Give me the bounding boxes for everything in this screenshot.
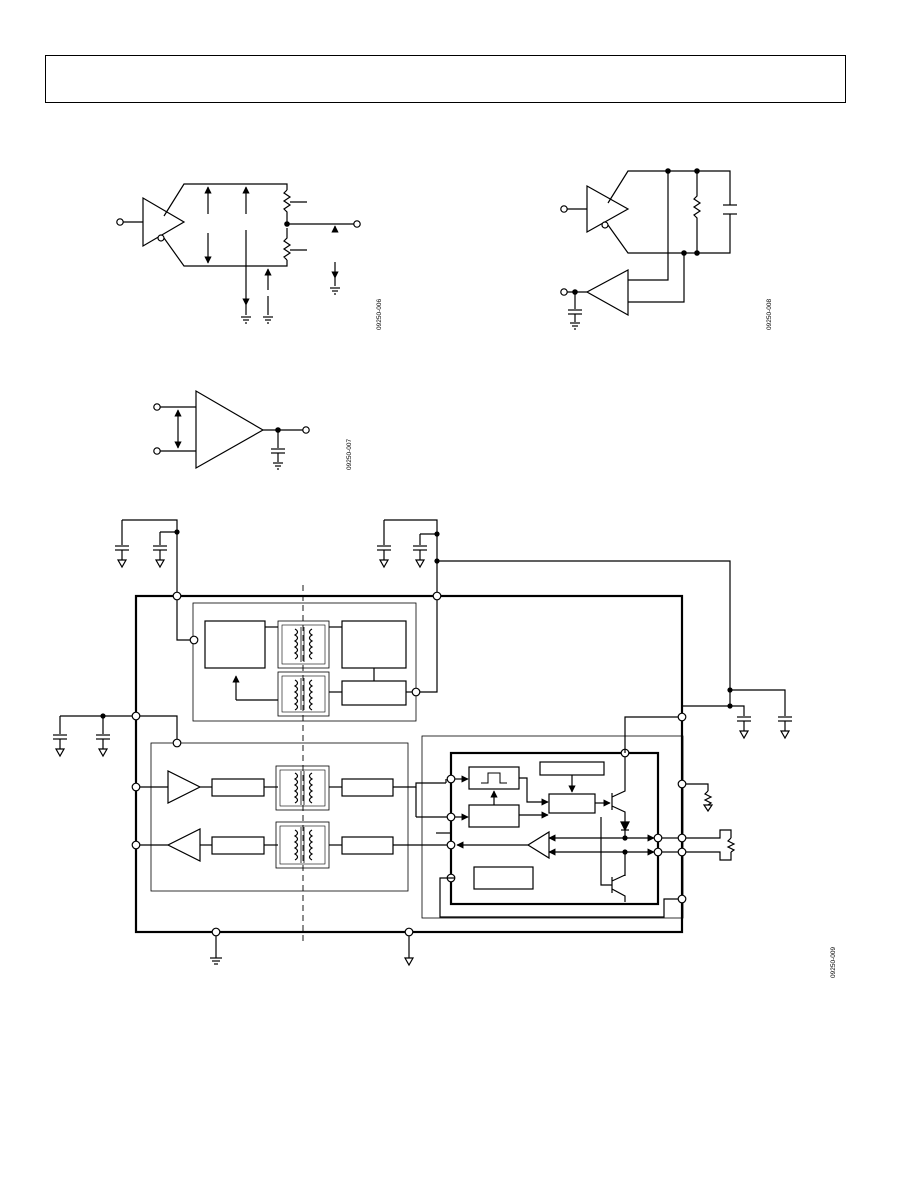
figure-differential-input-schematic: [153, 389, 310, 470]
figure-id-007: 09250-007: [346, 439, 353, 470]
figure-output-filter-schematic: [560, 168, 737, 330]
figure-isolated-transceiver-block-diagram: [53, 519, 792, 967]
figure-differential-output-schematic: [116, 183, 361, 324]
page-header-box: [45, 55, 846, 103]
figure-id-009: 09250-009: [830, 947, 837, 978]
figure-id-008: 09250-008: [766, 299, 773, 330]
figure-id-006: 09250-006: [376, 299, 383, 330]
